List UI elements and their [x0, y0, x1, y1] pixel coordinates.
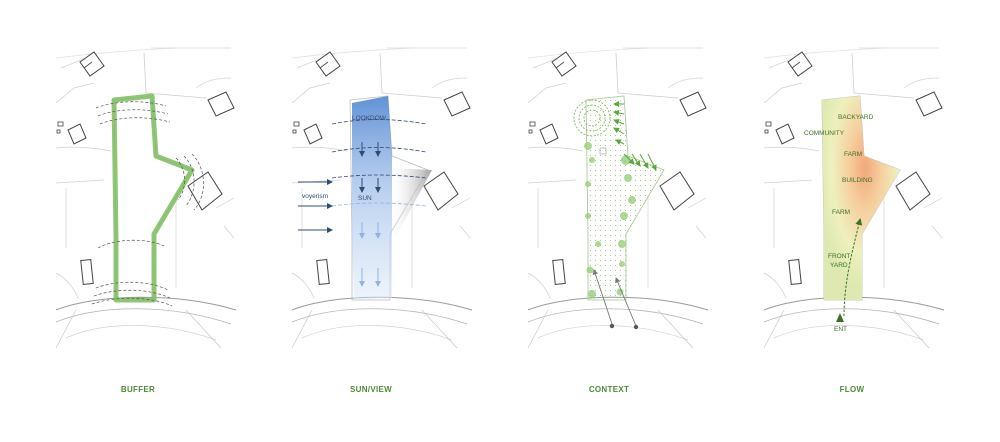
buffer-panel: [55, 47, 237, 349]
label-voyeurism: voyerism: [302, 193, 328, 200]
sunview-panel: LOOKDOW voyerism SUN: [291, 47, 473, 349]
flow-panel: BACKYARD COMMUNITY FARM BUILDING FARM FR…: [763, 47, 945, 349]
label-front: FRONT: [828, 253, 850, 260]
shadow-zone: [392, 168, 432, 244]
caption-buffer: BUFFER: [120, 385, 156, 394]
label-lookdown: LOOKDOW: [352, 115, 387, 122]
access-point: [633, 324, 639, 330]
label-farm-top: FARM: [844, 151, 862, 158]
voyeurism-arrows: [298, 179, 333, 233]
buffer-zone-arcs: [91, 101, 204, 307]
entrance-marker: [836, 313, 844, 322]
label-backyard: BACKYARD: [838, 114, 874, 121]
caption-context: CONTEXT: [588, 385, 630, 394]
trees: [584, 142, 636, 298]
context-green-arrows: [613, 101, 657, 171]
label-ent: ENT: [834, 326, 847, 333]
entry-path: [843, 218, 863, 317]
label-building: BUILDING: [842, 177, 873, 184]
label-community: COMMUNITY: [804, 130, 845, 137]
access-point: [609, 323, 615, 329]
context-area: [585, 95, 665, 301]
tree-canopy-rings: [573, 99, 611, 137]
label-sun: SUN: [358, 195, 372, 202]
buffer-boundary: [111, 93, 195, 303]
context-panel: [527, 47, 709, 349]
sun-arrows: [359, 142, 381, 193]
label-farm-mid: FARM: [832, 209, 850, 216]
caption-sunview: SUN/VIEW: [350, 385, 392, 394]
flow-zone: [822, 96, 900, 300]
access-arrows: [592, 269, 637, 327]
label-yard: YARD: [830, 262, 848, 269]
caption-flow: FLOW: [839, 385, 865, 394]
